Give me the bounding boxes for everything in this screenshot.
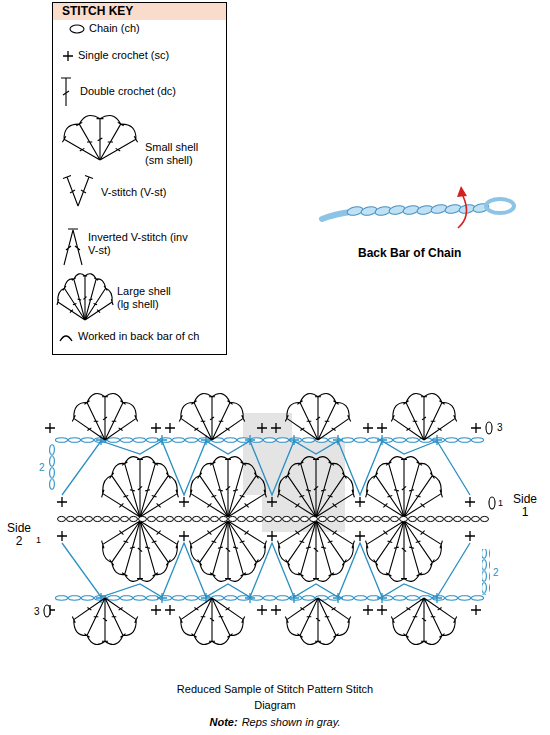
- row-number: 2: [39, 461, 45, 474]
- row-number: 3: [34, 605, 40, 618]
- chain-symbol: [70, 25, 84, 33]
- sc-symbol: [63, 51, 73, 61]
- legend-label: V-stitch (V-st): [101, 186, 166, 199]
- legend-label: Chain (ch): [89, 22, 140, 35]
- hook-path-arrow: [458, 196, 467, 228]
- turning-chain: [486, 422, 492, 434]
- dc-symbol: [61, 78, 71, 106]
- repeat-shading: [243, 413, 345, 532]
- key-heading: STITCH KEY: [62, 5, 133, 18]
- yarn-tail: [322, 212, 350, 219]
- chain-loops: [346, 202, 489, 216]
- side-label: Side 1: [508, 493, 542, 519]
- row-number: 1: [36, 534, 41, 547]
- large-shell-symbol: [57, 274, 113, 320]
- blue-turning-chain: [482, 549, 490, 595]
- foundation-chain: [57, 515, 489, 523]
- row-number: 2: [493, 566, 499, 579]
- blue-turning-chain: [48, 444, 56, 490]
- pattern-side-2: [45, 521, 484, 644]
- note-line: Note: Reps shown in gray.: [0, 715, 550, 729]
- legend-label: Inverted V-stitch (inv V-st): [88, 231, 188, 257]
- key-header: [53, 3, 226, 20]
- legend-label: Double crochet (dc): [80, 85, 176, 98]
- pattern-side-1: [45, 394, 484, 517]
- turning-chain: [489, 497, 495, 509]
- legend-label: Worked in back bar of ch: [78, 330, 199, 343]
- legend-label: Large shell (lg shell): [117, 285, 179, 311]
- back-bar-symbol: [60, 336, 72, 341]
- row-number: 3: [497, 421, 503, 434]
- turning-chain: [44, 605, 50, 617]
- arrow-head: [457, 186, 467, 197]
- small-shell-symbol: [62, 115, 137, 160]
- legend-label: Small shell (sm shell): [145, 141, 209, 167]
- end-loop: [486, 199, 514, 213]
- inv-v-stitch-symbol: [64, 229, 82, 265]
- note-heading: Note:: [210, 716, 238, 728]
- note-text: Reps shown in gray.: [242, 716, 341, 728]
- side-label: Side 2: [4, 522, 34, 548]
- caption: Reduced Sample of Stitch Pattern Stitch …: [175, 681, 375, 713]
- v-stitch-symbol: [63, 176, 93, 207]
- row-number: 1: [498, 497, 503, 510]
- illustration-label: Back Bar of Chain: [358, 247, 461, 260]
- legend-label: Single crochet (sc): [78, 49, 169, 62]
- key-box: [53, 3, 227, 355]
